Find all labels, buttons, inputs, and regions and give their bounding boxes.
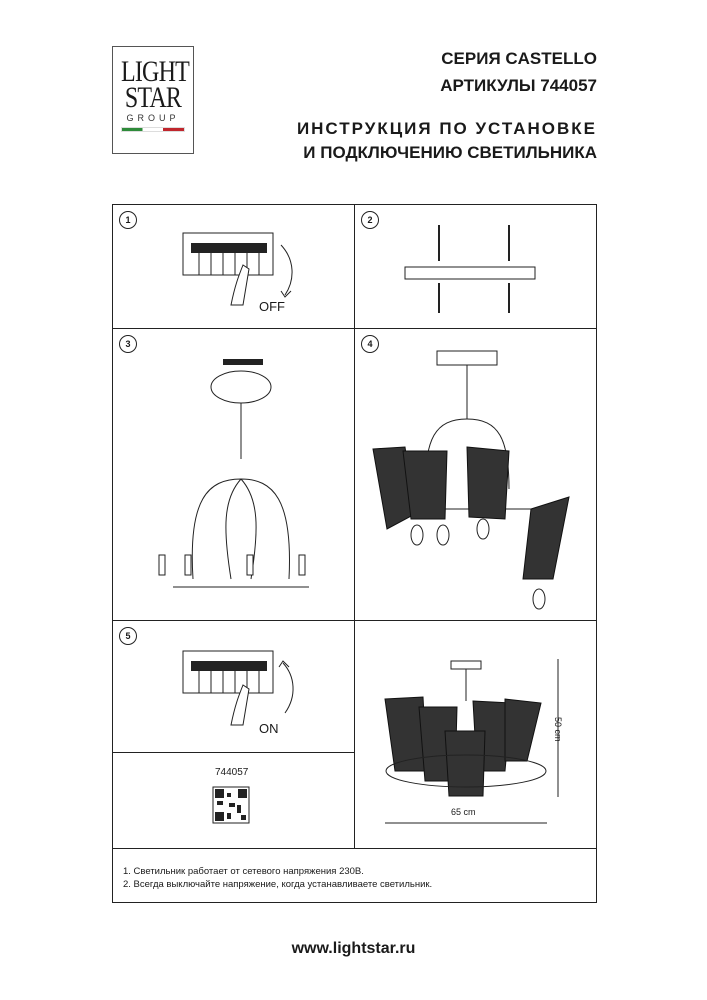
qr-code[interactable] <box>113 753 355 849</box>
width-dimension: 65 cm <box>451 807 476 817</box>
chandelier-dimensions-illustration <box>384 659 559 824</box>
logo-text: LIGHT <box>121 55 190 88</box>
instruction-subtitle: И ПОДКЛЮЧЕНИЮ СВЕТИЛЬНИКА <box>303 143 597 162</box>
note-item: 1. Светильник работает от сетевого напря… <box>123 866 364 877</box>
circuit-breaker-on-illustration <box>182 650 294 726</box>
notes-section: 1. Светильник работает от сетевого напря… <box>113 849 596 891</box>
height-dimension: 50 cm <box>553 717 563 742</box>
step-number: 1 <box>119 211 137 229</box>
italian-flag-stripe <box>121 127 185 132</box>
article-number: АРТИКУЛЫ 744057 <box>440 76 597 95</box>
on-label: ON <box>259 721 279 736</box>
lightstar-logo: LIGHT STAR GROUP <box>112 46 194 154</box>
step-1-cell: 1 OFF <box>113 205 355 329</box>
logo-text: GROUP <box>126 113 180 123</box>
step-number: 5 <box>119 627 137 645</box>
series-title: СЕРИЯ CASTELLO <box>441 49 597 68</box>
chandelier-wiring-illustration <box>158 359 309 588</box>
instruction-grid: 1 OFF 2 3 <box>112 204 597 903</box>
mounting-bracket-illustration <box>404 225 536 313</box>
step-number: 3 <box>119 335 137 353</box>
step-5-cell: 5 ON <box>113 621 355 753</box>
step-2-cell: 2 <box>355 205 597 329</box>
step-3-cell: 3 <box>113 329 355 621</box>
website-link[interactable]: www.lightstar.ru <box>291 940 416 957</box>
dimensions-cell: 50 cm 65 cm <box>355 621 597 849</box>
circuit-breaker-off-illustration <box>182 232 293 306</box>
instruction-title: ИНСТРУКЦИЯ ПО УСТАНОВКЕ <box>296 119 597 138</box>
step-number: 2 <box>361 211 379 229</box>
off-label: OFF <box>259 299 285 314</box>
step-number: 4 <box>361 335 379 353</box>
logo-text: STAR <box>124 81 182 114</box>
note-item: 2. Всегда выключайте напряжение, когда у… <box>123 879 433 890</box>
product-info-cell: 744057 <box>113 753 355 849</box>
product-article: 744057 <box>215 767 249 778</box>
shade-installation-illustration <box>372 350 570 610</box>
step-4-cell: 4 <box>355 329 597 621</box>
